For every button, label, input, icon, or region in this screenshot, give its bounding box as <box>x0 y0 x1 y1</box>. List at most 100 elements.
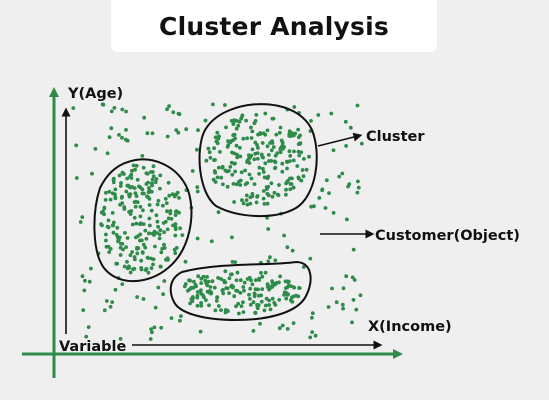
data-point <box>146 195 151 200</box>
data-point <box>119 241 123 246</box>
customer-label: Customer(Object) <box>375 228 520 244</box>
data-point <box>238 154 243 159</box>
data-point <box>241 285 246 289</box>
data-point <box>261 166 265 171</box>
data-point <box>223 280 228 285</box>
data-point <box>250 147 255 152</box>
data-point <box>154 213 159 218</box>
data-point <box>195 236 200 241</box>
data-point <box>192 279 196 284</box>
data-point <box>278 150 283 155</box>
data-point <box>110 211 115 215</box>
data-point <box>271 145 276 149</box>
data-point <box>195 185 200 190</box>
data-point <box>135 251 140 256</box>
data-point <box>355 190 360 195</box>
data-point <box>183 259 188 264</box>
data-point <box>124 127 128 132</box>
data-point <box>148 337 153 341</box>
data-point <box>223 103 227 107</box>
data-point <box>304 167 309 172</box>
data-point <box>255 305 260 309</box>
data-point <box>199 301 204 305</box>
data-point <box>261 170 266 174</box>
data-point <box>112 106 117 110</box>
data-point <box>199 303 204 308</box>
data-point <box>344 274 349 279</box>
data-point <box>172 194 177 199</box>
data-point <box>81 308 86 312</box>
data-point <box>320 187 325 192</box>
data-point <box>218 150 222 154</box>
data-point <box>230 172 235 177</box>
data-point <box>237 311 241 316</box>
data-point <box>350 275 355 280</box>
data-point <box>144 236 149 241</box>
data-point <box>108 247 113 251</box>
data-point <box>173 213 178 218</box>
data-point <box>164 257 168 262</box>
data-point <box>138 221 143 226</box>
data-point <box>143 228 148 233</box>
data-point <box>108 304 113 309</box>
data-point <box>145 171 150 176</box>
cluster-outline-bottom <box>169 260 312 322</box>
data-point <box>241 300 245 305</box>
data-point <box>142 191 146 196</box>
data-point <box>253 151 258 156</box>
data-point <box>216 304 221 308</box>
data-point <box>307 154 311 159</box>
data-point <box>159 325 164 330</box>
data-point <box>253 278 258 282</box>
data-point <box>223 310 228 315</box>
data-point <box>165 227 170 232</box>
data-point <box>129 176 134 180</box>
data-point <box>149 208 154 213</box>
data-point <box>139 267 144 272</box>
data-point <box>141 222 146 227</box>
data-point <box>278 125 283 130</box>
data-point <box>351 247 356 252</box>
data-point <box>260 274 265 279</box>
data-point <box>195 290 200 294</box>
data-point <box>199 281 204 285</box>
data-point <box>239 170 244 175</box>
data-point <box>343 119 348 124</box>
data-point <box>265 144 270 149</box>
data-point <box>195 147 199 152</box>
data-point <box>74 176 79 180</box>
data-point <box>104 238 108 243</box>
data-point <box>131 267 135 272</box>
data-point <box>238 291 243 295</box>
data-point <box>352 278 357 282</box>
data-point <box>298 141 303 146</box>
data-point <box>277 130 282 135</box>
data-point <box>219 175 224 180</box>
data-point <box>250 282 255 287</box>
data-point <box>78 220 83 224</box>
data-point <box>148 223 152 228</box>
data-point <box>265 128 270 133</box>
data-point <box>128 270 133 275</box>
data-point <box>297 286 301 290</box>
data-point <box>190 169 195 173</box>
data-point <box>257 165 262 170</box>
data-point <box>266 153 271 157</box>
data-point <box>345 217 349 222</box>
data-point <box>251 329 256 333</box>
data-point <box>215 175 220 180</box>
data-point <box>195 295 200 300</box>
data-point <box>300 168 305 172</box>
data-point <box>220 165 225 170</box>
x-axis-label: X(Income) <box>368 319 452 335</box>
data-point <box>262 202 267 206</box>
data-point <box>224 125 228 130</box>
data-point <box>147 216 152 221</box>
data-point <box>238 178 243 183</box>
data-point <box>270 194 275 199</box>
data-point <box>116 239 120 244</box>
data-point <box>263 132 268 137</box>
data-point <box>288 154 293 158</box>
data-point <box>161 292 166 297</box>
data-point <box>140 251 145 255</box>
